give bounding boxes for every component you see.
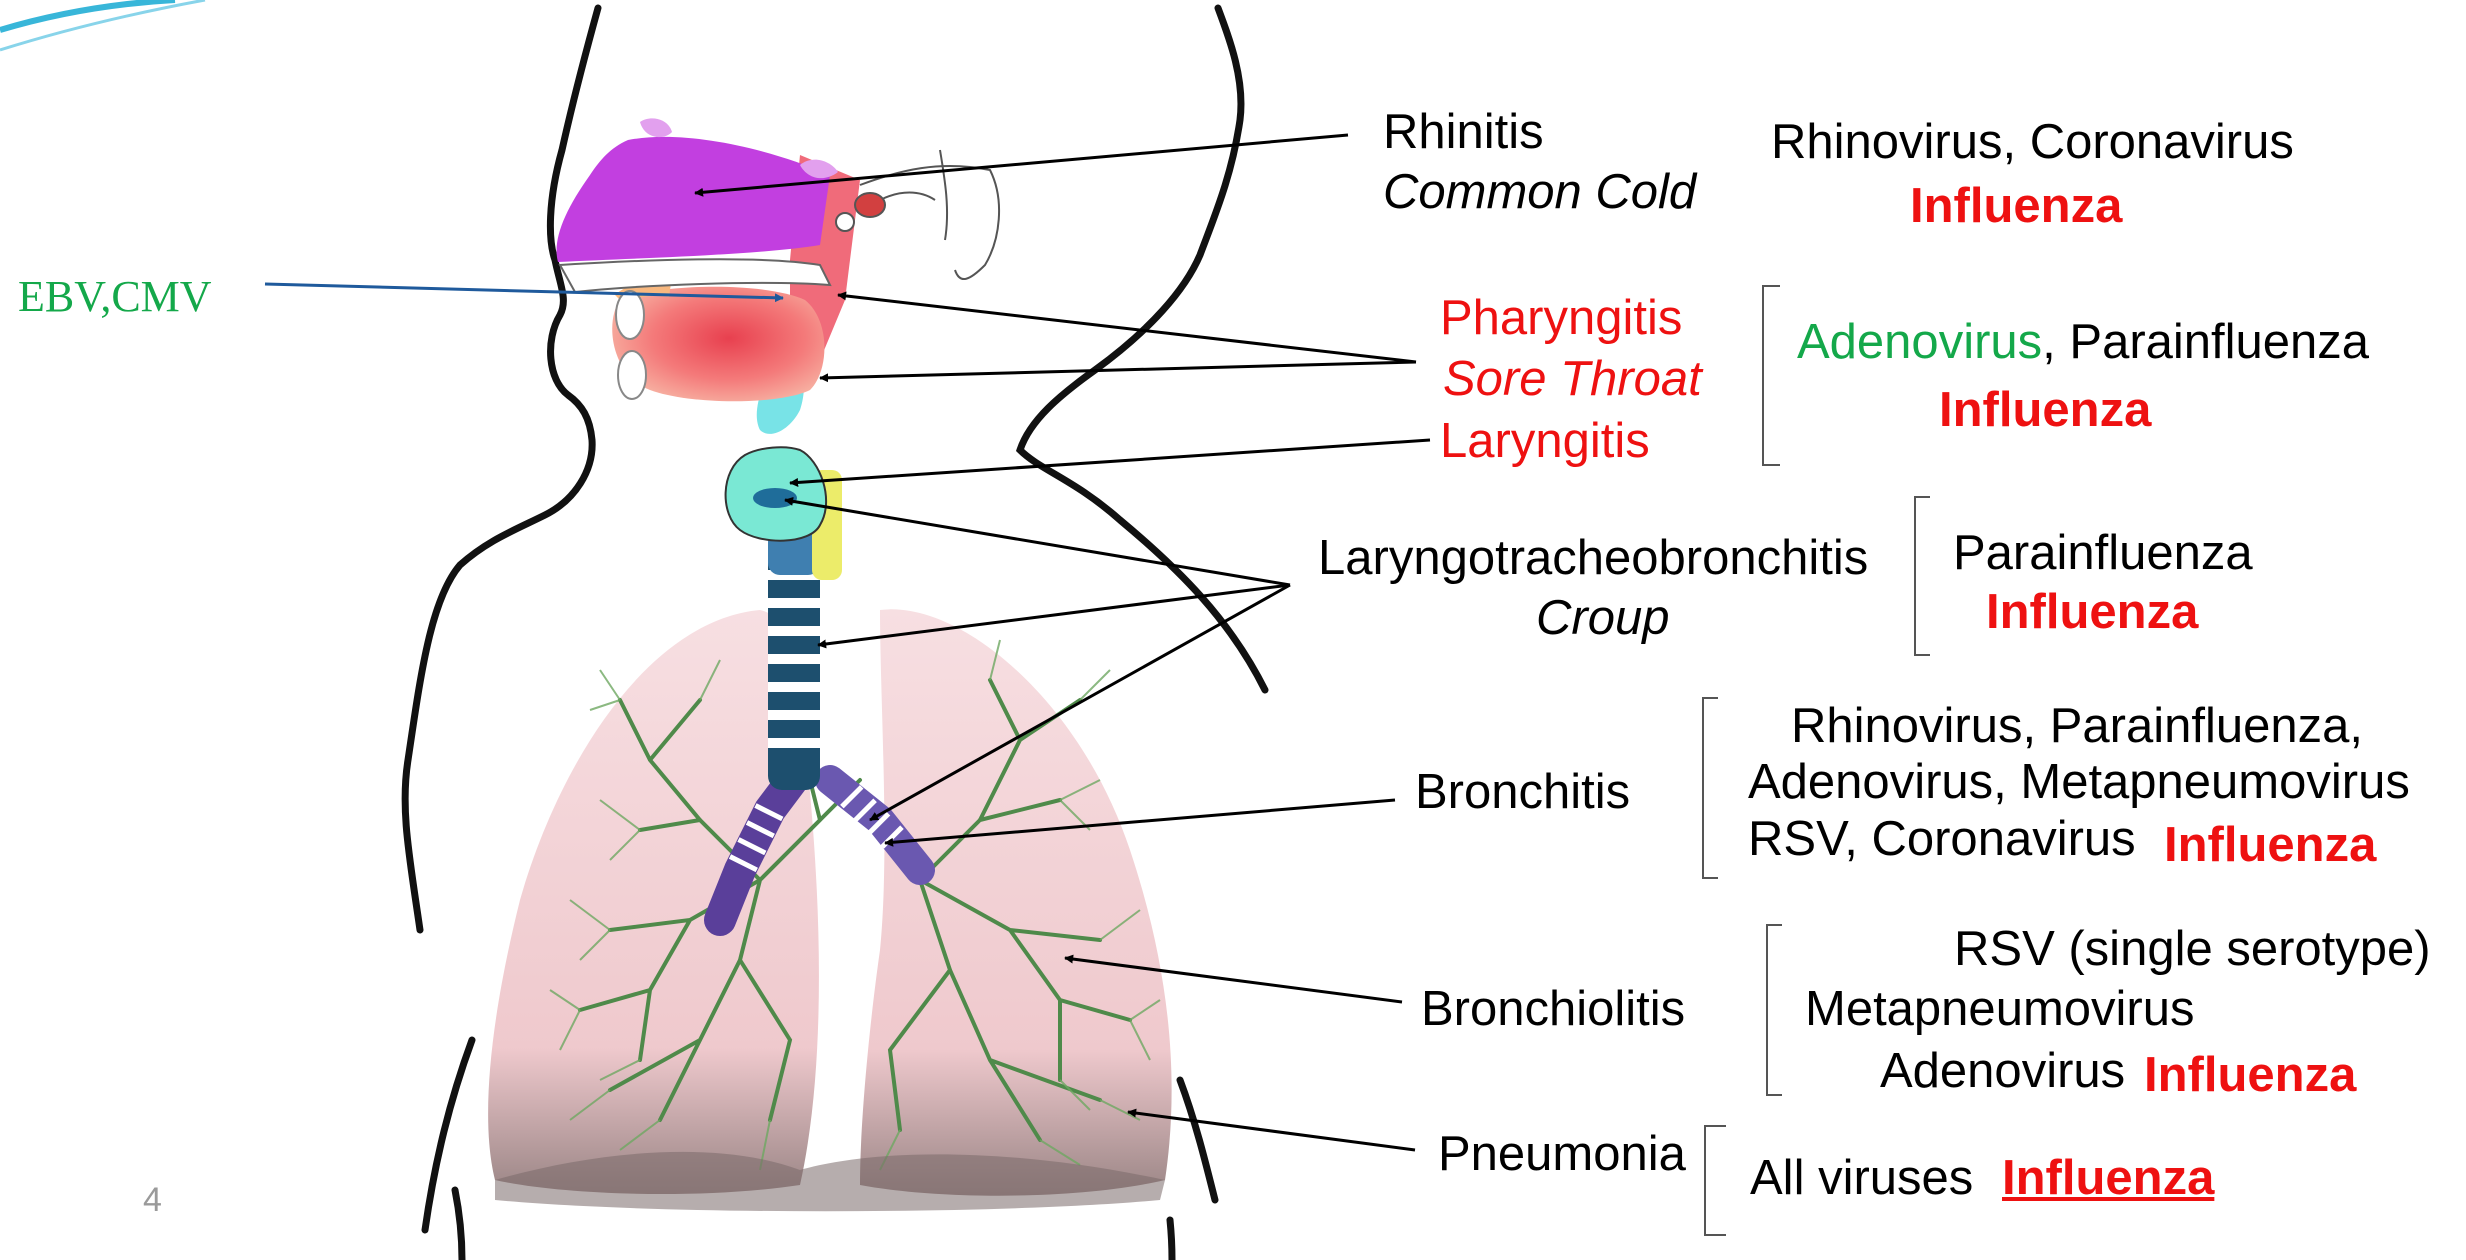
label-bronchiolitis: Bronchiolitis <box>1421 985 1685 1034</box>
adenovirus-highlight: Adenovirus <box>1797 315 2042 369</box>
bronchitis-viruses-line1: Rhinovirus, Parainfluenza, <box>1791 702 2363 751</box>
page-number: 4 <box>143 1183 162 1217</box>
bracket-pneumonia <box>1705 1126 1726 1235</box>
bracket-pharyngitis <box>1763 286 1780 465</box>
palate <box>560 259 830 292</box>
bronchitis-influenza: Influenza <box>2164 821 2376 870</box>
bronchitis-viruses-line2: Adenovirus, Metapneumovirus <box>1748 758 2410 807</box>
corner-swoosh <box>0 0 205 50</box>
arrow-pharyngitis-upper <box>838 295 1416 362</box>
bracket-bronchitis <box>1703 698 1718 878</box>
label-rhinitis: Rhinitis <box>1383 108 1544 157</box>
bronchiolitis-viruses-line1: RSV (single serotype) <box>1954 925 2431 974</box>
rhinitis-influenza: Influenza <box>1910 182 2122 231</box>
oral-cavity <box>612 287 824 401</box>
arrow-laryngitis <box>790 440 1430 483</box>
rhinitis-viruses: Rhinovirus, Coronavirus <box>1771 118 2294 167</box>
pharyngitis-viruses: Adenovirus, Parainfluenza <box>1797 318 2369 367</box>
label-pharyngitis: Pharyngitis <box>1440 294 1682 343</box>
label-sore-throat: Sore Throat <box>1443 355 1702 404</box>
bronchitis-viruses-line3: RSV, Coronavirus <box>1748 815 2136 864</box>
label-bronchitis: Bronchitis <box>1415 768 1630 817</box>
nasal-cavity <box>557 118 838 262</box>
bronchiolitis-viruses-line3: Adenovirus <box>1880 1047 2125 1096</box>
arrow-pharyngitis-lower <box>820 362 1416 378</box>
label-pneumonia: Pneumonia <box>1438 1130 1686 1179</box>
bracket-bronchiolitis <box>1767 925 1782 1095</box>
arrow-pneumonia <box>1128 1112 1415 1150</box>
arrow-croup-upper <box>785 500 1290 585</box>
label-common-cold: Common Cold <box>1383 168 1696 217</box>
pneumonia-viruses: All viruses <box>1750 1154 1973 1203</box>
pneumonia-influenza: Influenza <box>2002 1154 2214 1203</box>
bronchiolitis-viruses-line2: Metapneumovirus <box>1805 985 2194 1034</box>
pharyngitis-viruses-rest: , Parainfluenza <box>2042 315 2369 369</box>
lungs <box>488 609 1172 1195</box>
croup-influenza: Influenza <box>1986 588 2198 637</box>
label-laryngotracheobronchitis: Laryngotracheobronchitis <box>1318 534 1868 583</box>
label-croup: Croup <box>1536 594 1669 643</box>
label-laryngitis: Laryngitis <box>1440 417 1650 466</box>
pharyngitis-influenza: Influenza <box>1939 386 2151 435</box>
croup-viruses: Parainfluenza <box>1953 529 2253 578</box>
ebv-cmv-label: EBV,CMV <box>18 275 212 319</box>
bronchiolitis-influenza: Influenza <box>2144 1051 2356 1100</box>
bracket-croup <box>1915 497 1930 655</box>
